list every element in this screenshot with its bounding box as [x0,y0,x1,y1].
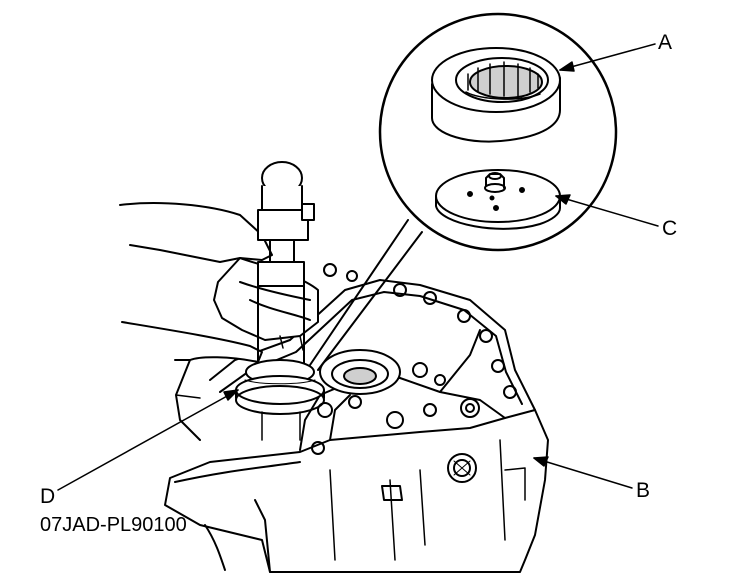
callout-leaders [57,43,659,491]
callout-label-b: B [636,479,651,502]
callout-label-d: D [40,485,56,508]
callout-label-a: A [658,31,673,54]
callout-label-c: C [662,217,678,240]
roller-bearing [431,47,561,143]
bearing-driver [235,261,325,441]
bearing-plate [435,169,561,230]
figure-code: 07JAD-PL90100 [40,514,187,536]
hammer [257,161,315,263]
transmission-housing [164,263,549,573]
